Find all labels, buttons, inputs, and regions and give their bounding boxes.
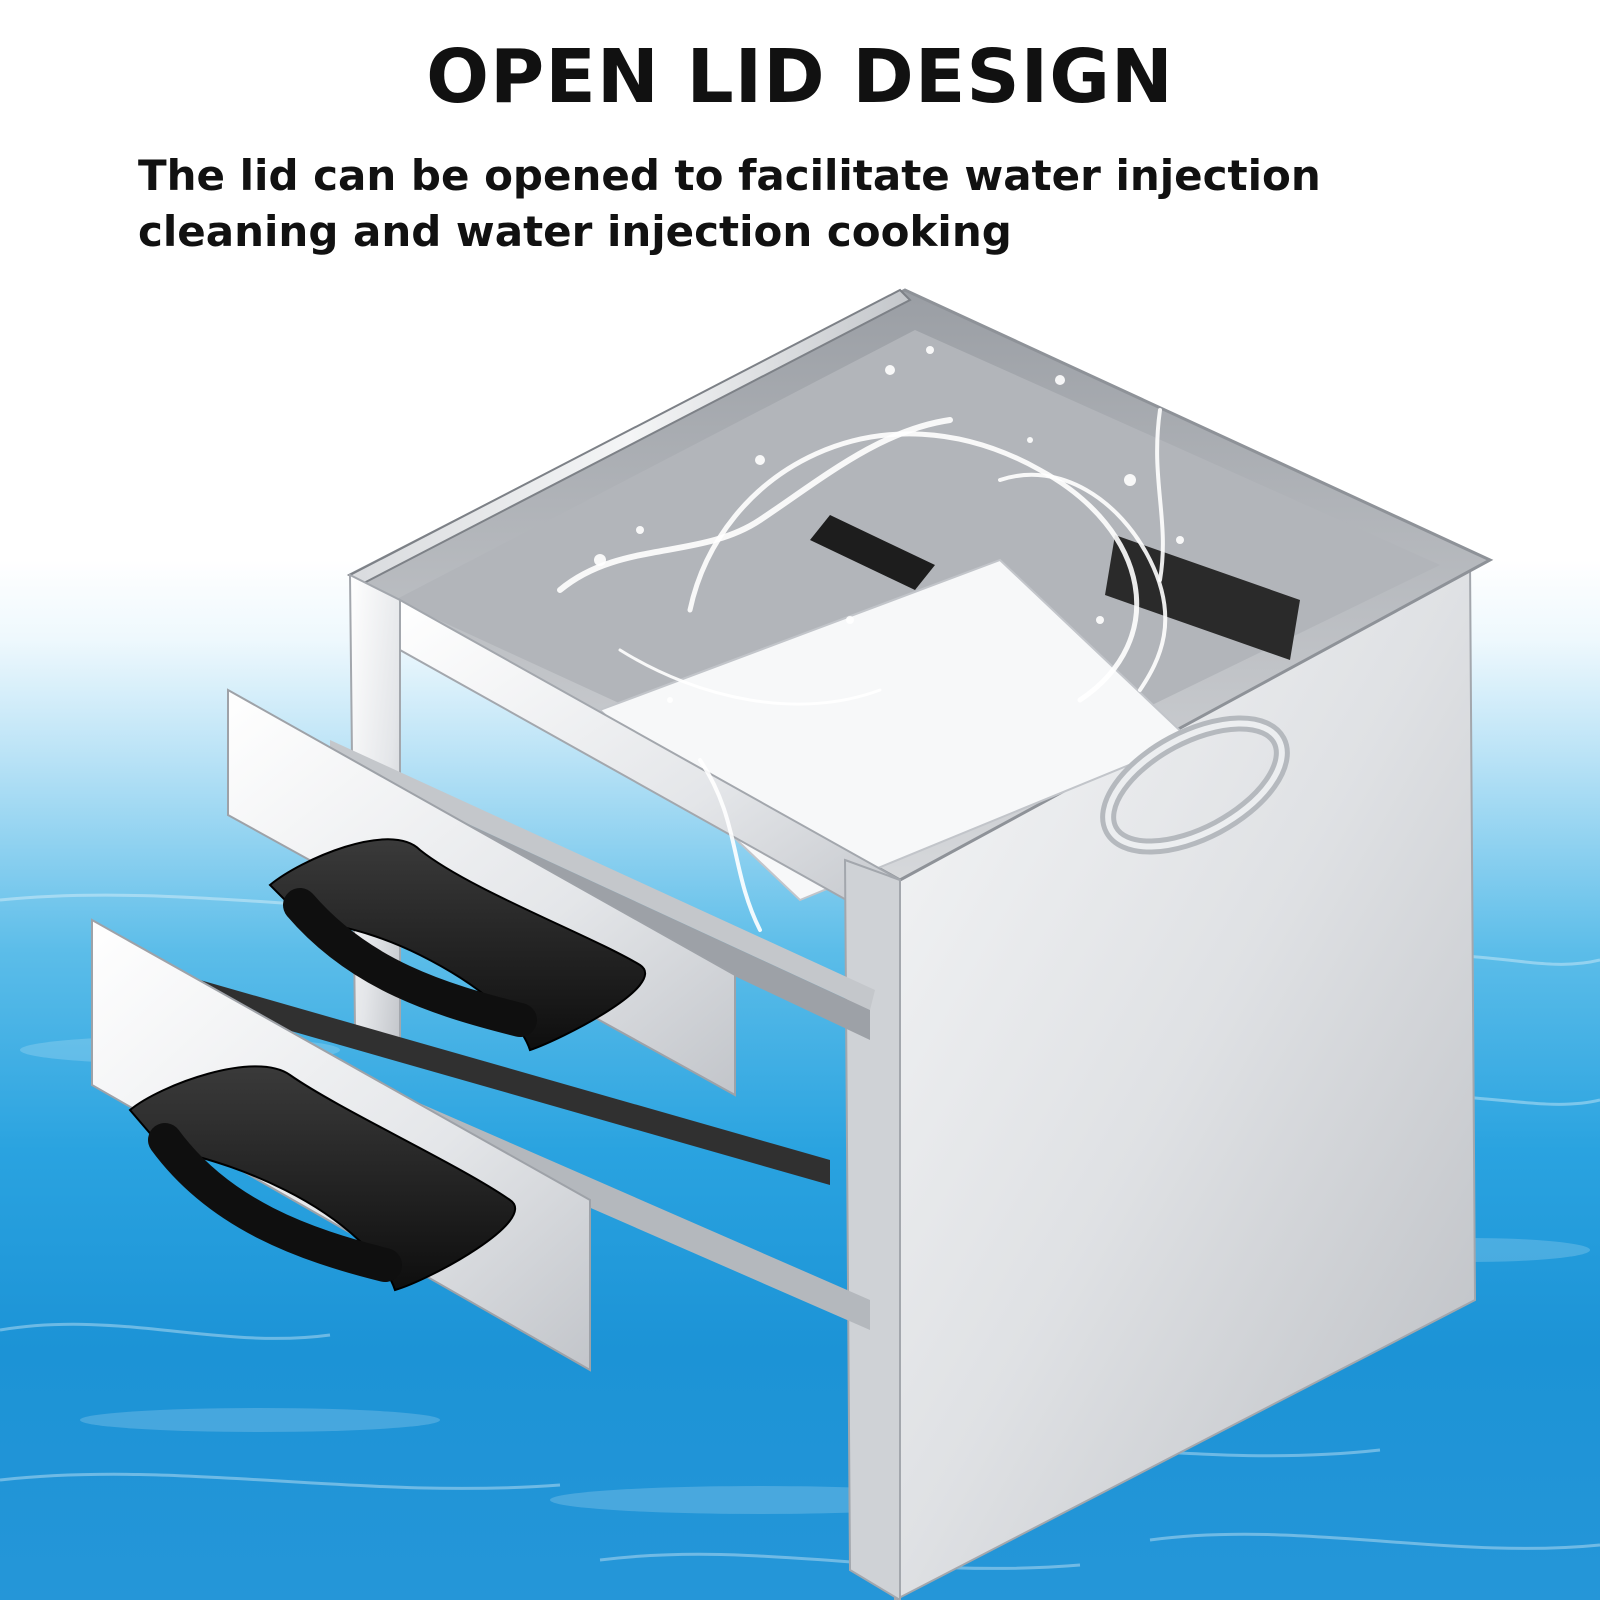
- lower-drawer-handle: [128, 1065, 517, 1292]
- upper-drawer-handle: [268, 838, 646, 1052]
- side-carry-handle: [1100, 715, 1290, 855]
- feature-description: The lid can be opened to facilitate wate…: [138, 151, 1321, 256]
- page-title: OPEN LID DESIGN: [426, 34, 1174, 120]
- water-splash-graphic: [557, 346, 1184, 932]
